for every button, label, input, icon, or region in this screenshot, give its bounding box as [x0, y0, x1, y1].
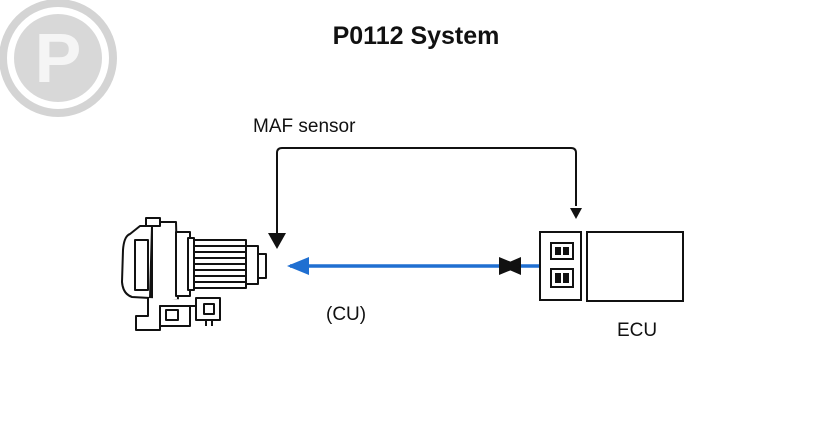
watermark-logo: P	[0, 0, 117, 117]
wire-arrowhead-ecu	[570, 208, 582, 219]
signal-arrowhead-right-fill	[499, 257, 521, 275]
cu-label: (CU)	[326, 304, 367, 325]
logo-letter: P	[35, 19, 82, 97]
signal-arrowhead-left	[287, 257, 309, 275]
wire-arrowhead-sensor	[268, 233, 286, 249]
ecu-box	[586, 231, 684, 302]
engine-illustration	[121, 217, 267, 331]
maf-sensor-label: MAF sensor	[253, 116, 356, 137]
ecu-connector	[539, 231, 582, 301]
ecu-label: ECU	[617, 320, 658, 341]
diagram-title: P0112 System	[332, 22, 500, 50]
maf-sensor-wire	[276, 147, 577, 236]
